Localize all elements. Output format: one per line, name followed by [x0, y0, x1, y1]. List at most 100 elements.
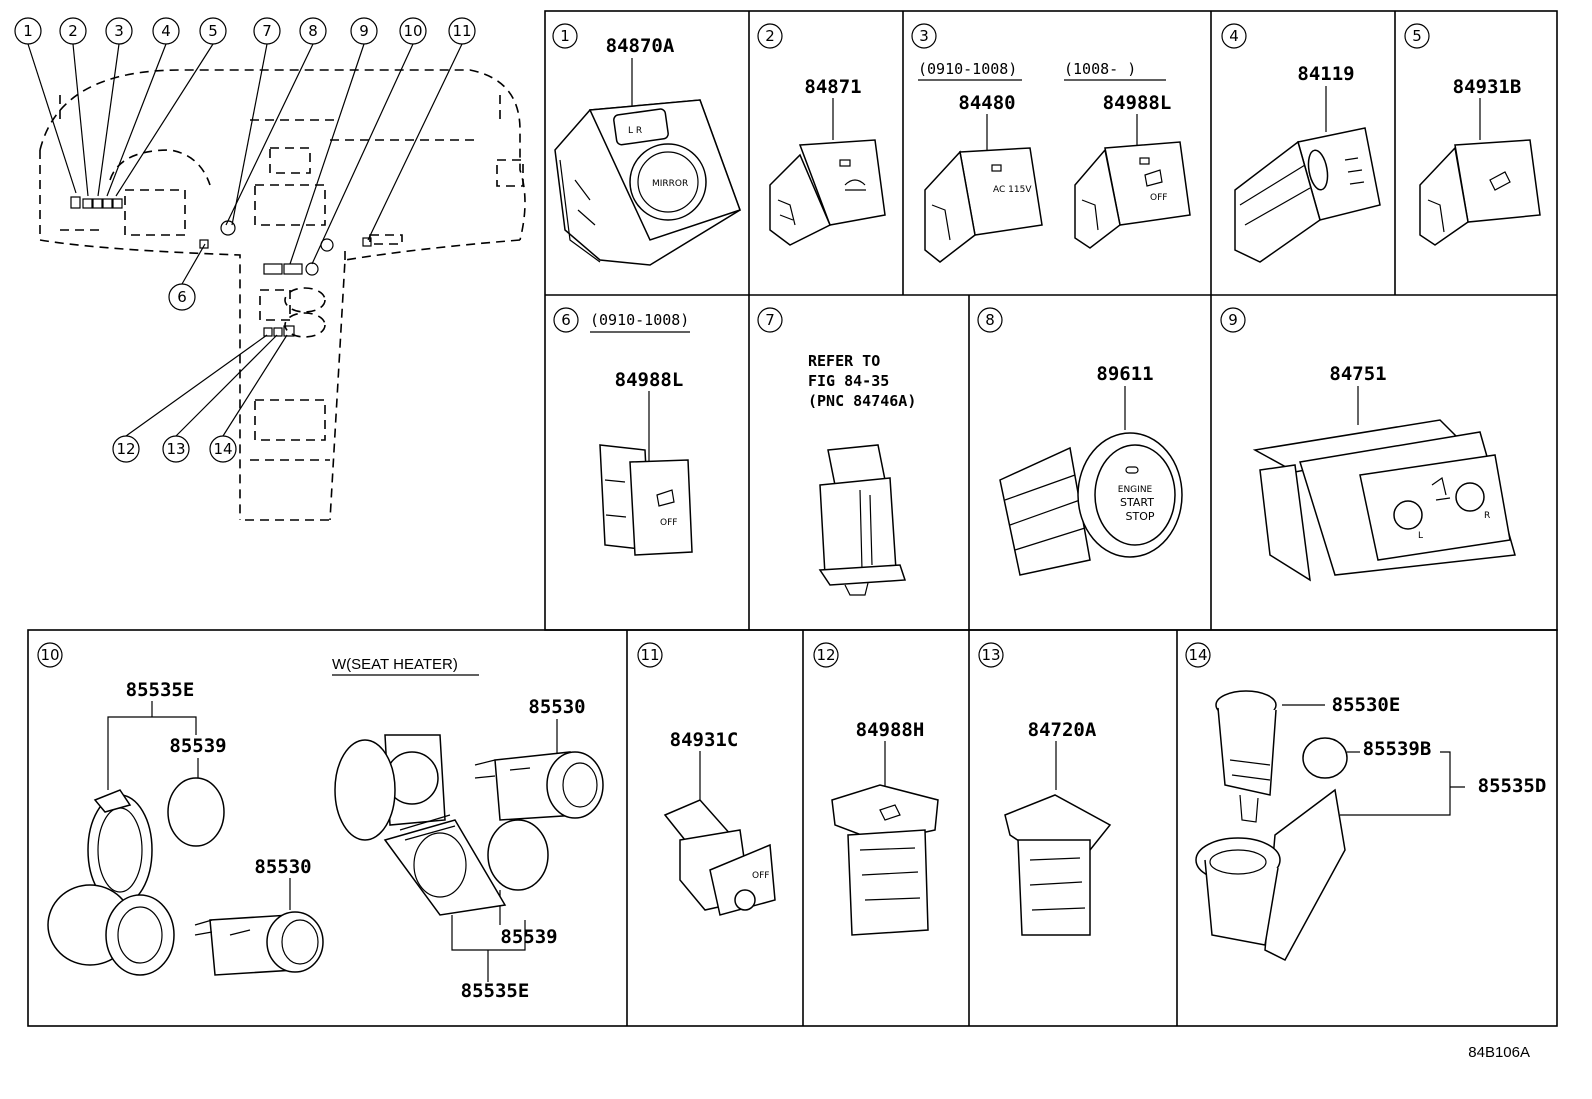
svg-text:L: L [1418, 531, 1423, 541]
svg-text:7: 7 [765, 311, 775, 329]
part-number-85535E: 85535E [126, 679, 195, 701]
overview-leaders [27, 43, 463, 437]
dashboard-outline [39, 69, 526, 521]
svg-text:L R: L R [628, 126, 642, 136]
overview-callout-4[interactable]: 4 [152, 17, 180, 45]
overview-callouts: 1 2 3 4 5 7 8 9 10 11 6 12 13 14 [14, 17, 476, 463]
switch-12-illustration [831, 784, 939, 936]
svg-text:11: 11 [640, 646, 659, 664]
svg-text:12: 12 [116, 440, 135, 458]
part-number-84119: 84119 [1297, 63, 1354, 85]
panel-5-trac-switch[interactable]: 5 84931B [1404, 23, 1541, 246]
part-number-84988L: 84988L [1103, 92, 1172, 114]
hinged-cap-illustration [334, 734, 507, 916]
part-number-84480: 84480 [958, 92, 1015, 114]
svg-text:2: 2 [68, 22, 78, 40]
panel-6-vsc-off-switch[interactable]: 6 (0910-1008) 84988L OFF [553, 307, 693, 556]
panel-2-rear-defogger-switch[interactable]: 2 84871 [757, 23, 886, 246]
panel-11-trac-off-switch[interactable]: 11 84931C OFF [637, 642, 776, 916]
trac-switch-illustration [1419, 139, 1541, 246]
panel-3-power-outlet-and-vsc-switch[interactable]: 3 (0910-1008) (1008- ) 84480 84988L AC 1… [911, 23, 1191, 263]
diagram-code: 84B106A [1468, 1044, 1530, 1061]
overview-callout-8[interactable]: 8 [299, 17, 327, 45]
panel-14-power-outlet[interactable]: 14 85530E 85539B 85535D [1185, 642, 1547, 961]
svg-text:MIRROR: MIRROR [652, 179, 688, 189]
refer-note-line-2: FIG 84-35 [808, 372, 889, 390]
svg-text:3: 3 [114, 22, 124, 40]
ac-outlet-switch-illustration: AC 115V [924, 147, 1043, 263]
svg-text:9: 9 [359, 22, 369, 40]
svg-text:12: 12 [816, 646, 835, 664]
part-number-84931C: 84931C [670, 729, 739, 751]
svg-text:3: 3 [919, 27, 929, 45]
svg-text:7: 7 [262, 22, 272, 40]
overview-callout-2[interactable]: 2 [59, 17, 87, 45]
svg-text:10: 10 [40, 646, 59, 664]
svg-text:11: 11 [452, 22, 471, 40]
overview-callout-10[interactable]: 10 [399, 17, 427, 45]
svg-text:6: 6 [561, 311, 571, 329]
overview-callout-12[interactable]: 12 [112, 435, 140, 463]
part-number-85535D: 85535D [1478, 775, 1547, 797]
panel-12-switch[interactable]: 12 84988H [813, 642, 939, 936]
overview-callout-7[interactable]: 7 [253, 17, 281, 45]
svg-text:R: R [1484, 511, 1490, 521]
panel-1-mirror-switch[interactable]: 1 84870A L R MIRROR [552, 23, 741, 266]
switch-13-illustration [1004, 794, 1112, 936]
part-number-84751: 84751 [1329, 363, 1386, 385]
outlet-lid-14-illustration [1195, 788, 1346, 961]
svg-text:4: 4 [161, 22, 171, 40]
svg-text:1: 1 [560, 27, 570, 45]
part-number-85530-seat-heater: 85530 [528, 696, 585, 718]
svg-text:5: 5 [1412, 27, 1422, 45]
overview-callout-11[interactable]: 11 [448, 17, 476, 45]
svg-text:OFF: OFF [660, 518, 677, 528]
vsc-off-switch-6-illustration: OFF [599, 444, 693, 556]
panel-8-engine-start-stop-switch[interactable]: 8 89611 ENGINE START STOP [977, 307, 1183, 576]
start-stop-button-illustration: ENGINE START STOP [999, 432, 1183, 576]
defogger-switch-illustration [769, 139, 886, 246]
overview-callout-1[interactable]: 1 [14, 17, 42, 45]
part-number-84988H: 84988H [856, 719, 925, 741]
part-number-85535E-seat-heater: 85535E [461, 980, 530, 1002]
refer-note-line-3: (PNC 84746A) [808, 392, 916, 410]
overview-callout-13[interactable]: 13 [162, 435, 190, 463]
svg-text:14: 14 [213, 440, 232, 458]
outlet-socket-14-illustration [1215, 690, 1277, 823]
note-0910-1008: (0910-1008) [590, 311, 689, 329]
overview-callout-6[interactable]: 6 [168, 283, 196, 311]
part-number-85530E: 85530E [1332, 694, 1401, 716]
part-number-85539: 85539 [169, 735, 226, 757]
svg-text:2: 2 [765, 27, 775, 45]
refer-note-line-1: REFER TO [808, 352, 880, 370]
mirror-switch-illustration: L R MIRROR [554, 99, 741, 266]
part-number-84988L: 84988L [615, 369, 684, 391]
part-number-85539-seat-heater: 85539 [500, 926, 557, 948]
svg-text:AC 115V: AC 115V [993, 185, 1032, 195]
svg-text:6: 6 [177, 288, 187, 306]
overview-callout-14[interactable]: 14 [209, 435, 237, 463]
dashboard-overview: 1 2 3 4 5 7 8 9 10 11 6 12 13 14 [14, 17, 526, 521]
panel-9-seat-heater-switch[interactable]: 9 84751 L R [1220, 307, 1516, 582]
seat-heater-switch-illustration: L R [1252, 419, 1516, 582]
note-1008: (1008- ) [1064, 60, 1136, 78]
svg-text:13: 13 [981, 646, 1000, 664]
outlet-socket-illustration [194, 911, 324, 976]
part-number-84871: 84871 [804, 76, 861, 98]
overview-callout-5[interactable]: 5 [199, 17, 227, 45]
panel-13-switch[interactable]: 13 84720A [978, 642, 1112, 936]
panel-7-reference-note[interactable]: 7 REFER TO FIG 84-35 (PNC 84746A) [757, 307, 916, 596]
overview-callout-9[interactable]: 9 [350, 17, 378, 45]
part-number-85539B: 85539B [1363, 738, 1432, 760]
part-number-89611: 89611 [1096, 363, 1153, 385]
panel-10-power-outlets[interactable]: 10 W(SEAT HEATER) 85535E 85539 85530 855… [37, 642, 604, 1002]
dimmer-switch-illustration [1234, 127, 1381, 263]
svg-text:START: START [1120, 496, 1154, 509]
outlet-cap-illustration [47, 789, 175, 976]
overview-callout-3[interactable]: 3 [105, 17, 133, 45]
svg-text:4: 4 [1229, 27, 1239, 45]
panel-4-dimmer-switch[interactable]: 4 84119 [1221, 23, 1381, 263]
svg-text:10: 10 [403, 22, 422, 40]
part-number-84720A: 84720A [1028, 719, 1097, 741]
